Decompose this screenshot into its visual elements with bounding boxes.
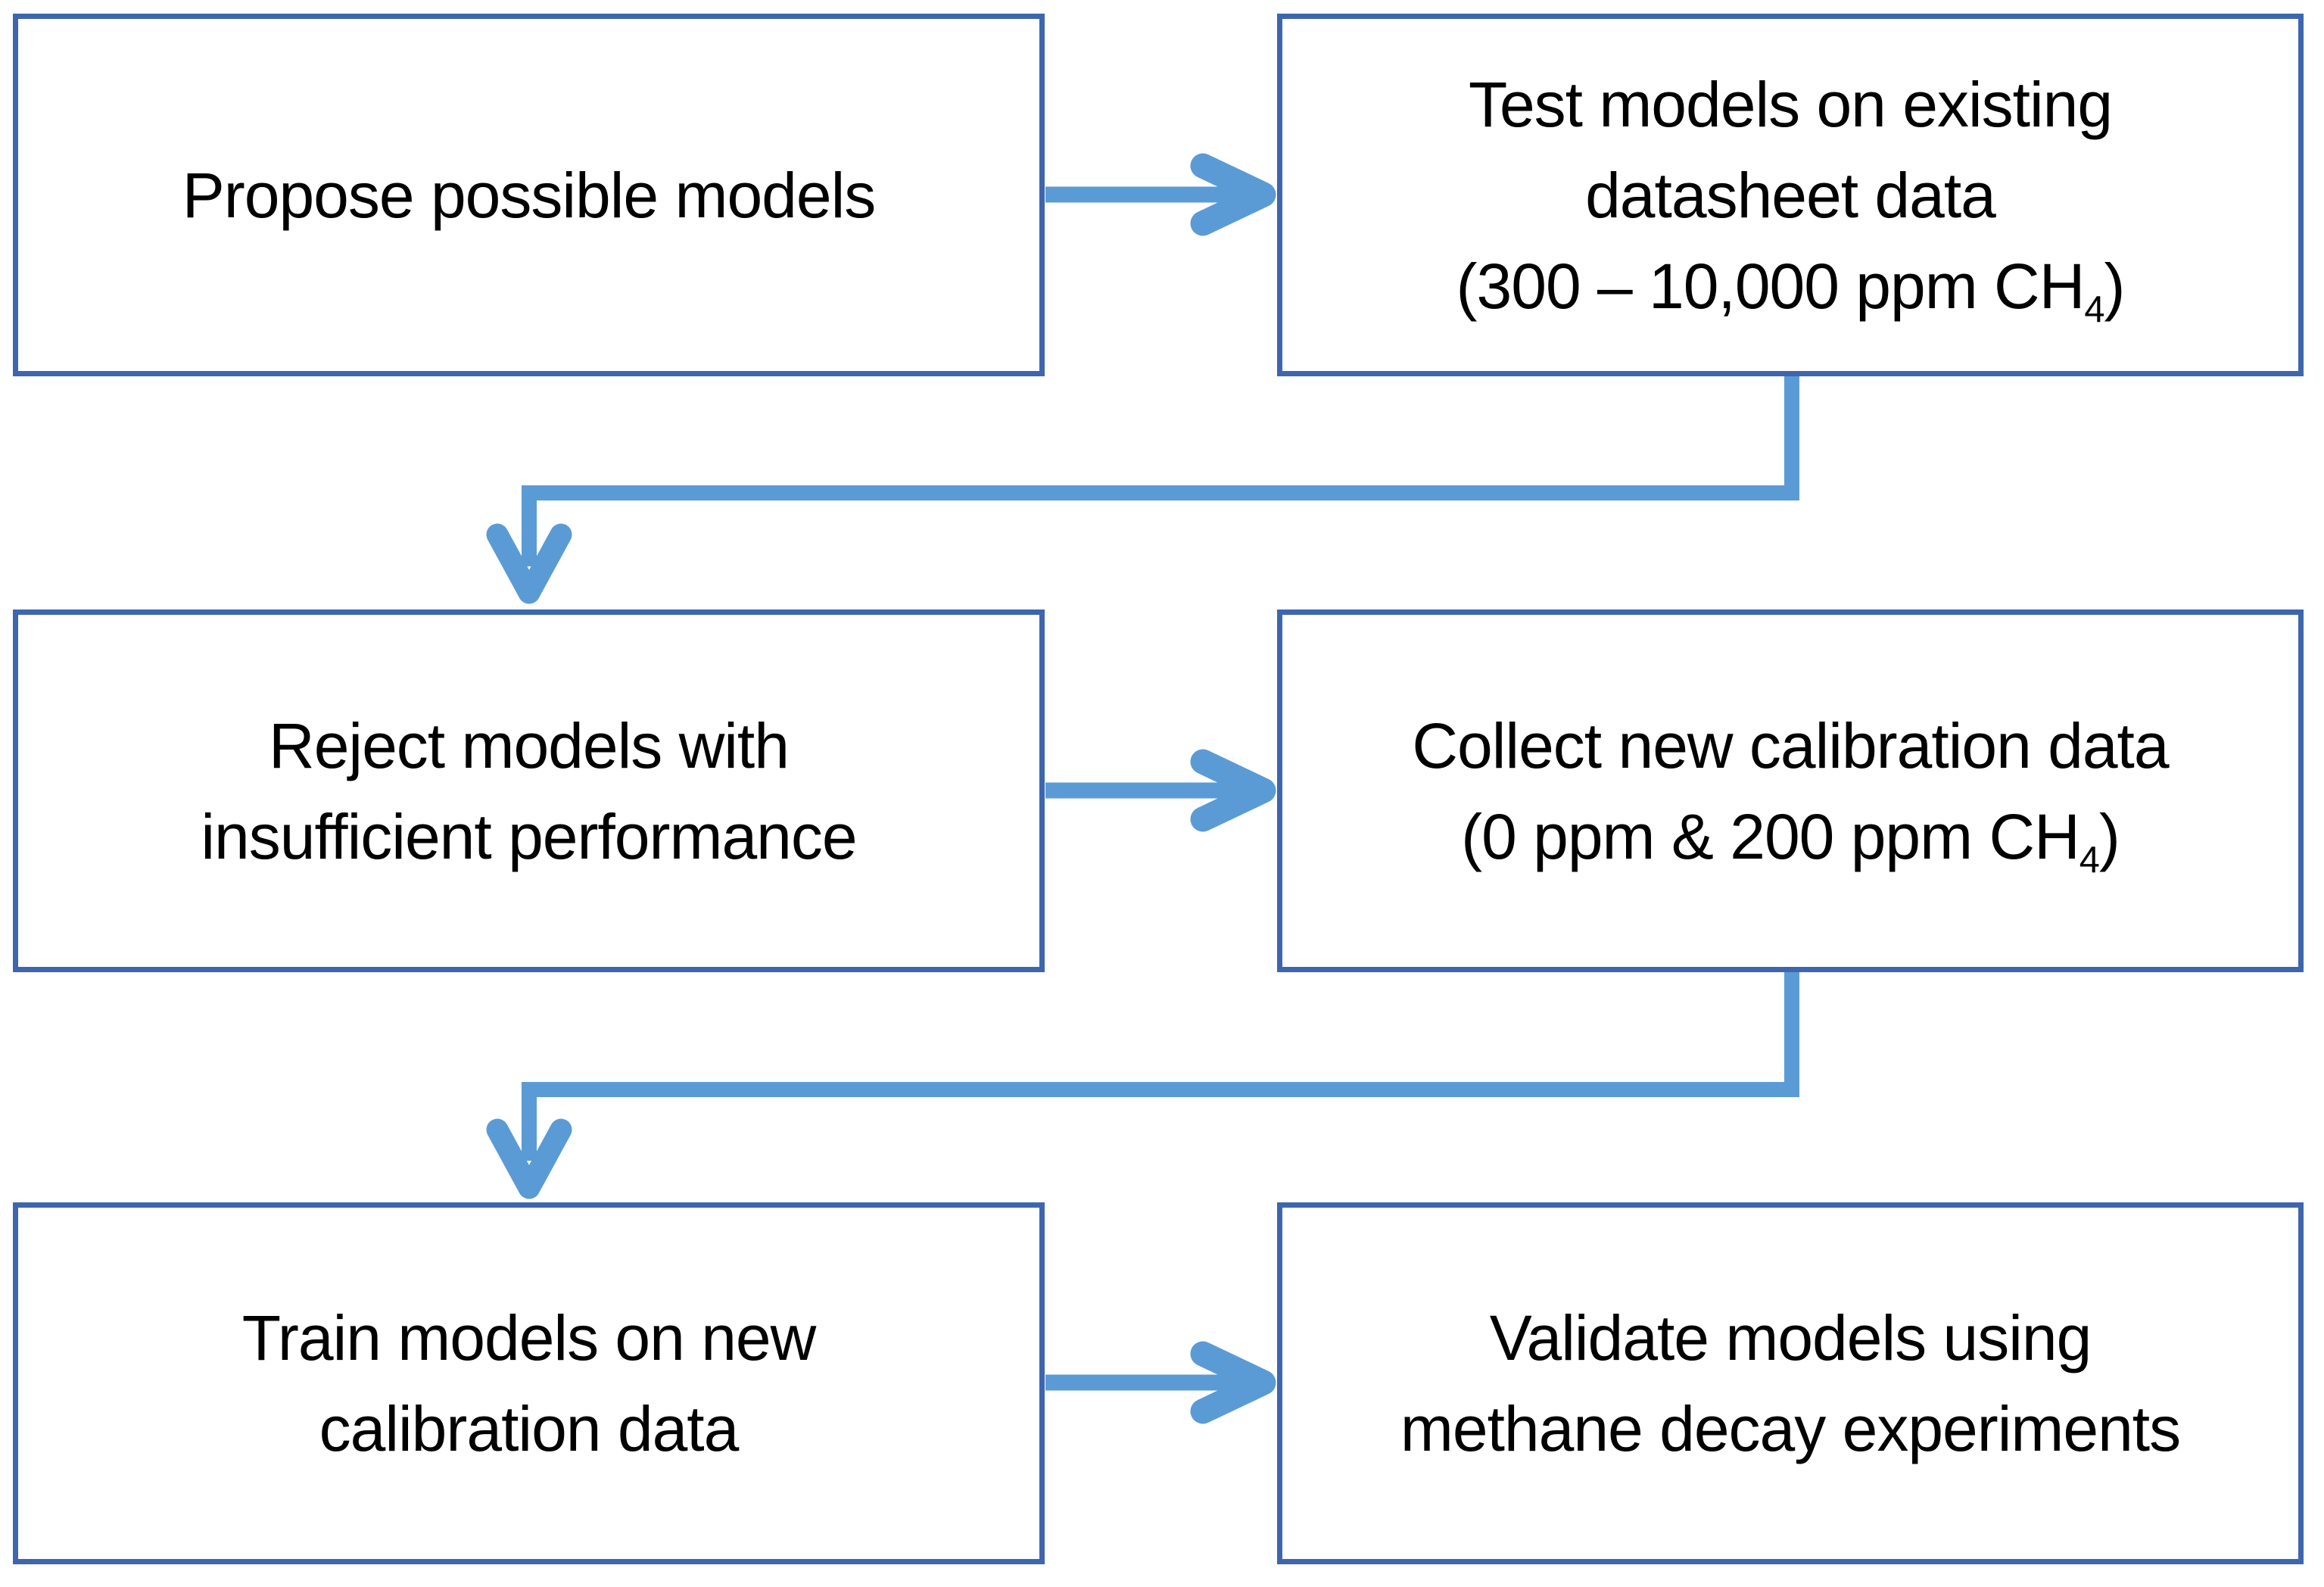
arrow-reject-to-collect <box>1045 749 1276 832</box>
connector-test-to-reject <box>486 376 1799 604</box>
step-reject-models: Reject models with insufficient performa… <box>13 610 1045 972</box>
step-label: methane decay experiments <box>1400 1393 2181 1464</box>
step-label: Reject models with <box>269 709 790 781</box>
step-label: Test models on existing <box>1468 68 2113 140</box>
step-label: insufficient performance <box>201 800 857 872</box>
arrow-train-to-validate <box>1045 1341 1276 1424</box>
step-propose-models: Propose possible models <box>13 14 1045 376</box>
step-label: datasheet data <box>1585 159 1996 231</box>
step-label-formula: (300 – 10,000 ppm CH4) <box>1456 250 2126 330</box>
step-train-models: Train models on new calibration data <box>13 1202 1045 1564</box>
step-label: calibration data <box>319 1393 740 1464</box>
step-label: Propose possible models <box>182 159 877 231</box>
subscript: 4 <box>2084 288 2104 330</box>
step-validate-models: Validate models using methane decay expe… <box>1277 1202 2304 1564</box>
step-label: Validate models using <box>1489 1302 2092 1373</box>
step-label: Train models on new <box>241 1302 817 1373</box>
step-label: Collect new calibration data <box>1412 709 2169 781</box>
step-test-models: Test models on existing datasheet data (… <box>1277 14 2304 376</box>
subscript: 4 <box>2079 839 2100 881</box>
arrow-propose-to-test <box>1045 153 1276 236</box>
connector-collect-to-train <box>486 972 1799 1199</box>
step-label-formula: (0 ppm & 200 ppm CH4) <box>1461 800 2120 881</box>
step-collect-data: Collect new calibration data (0 ppm & 20… <box>1277 610 2304 972</box>
